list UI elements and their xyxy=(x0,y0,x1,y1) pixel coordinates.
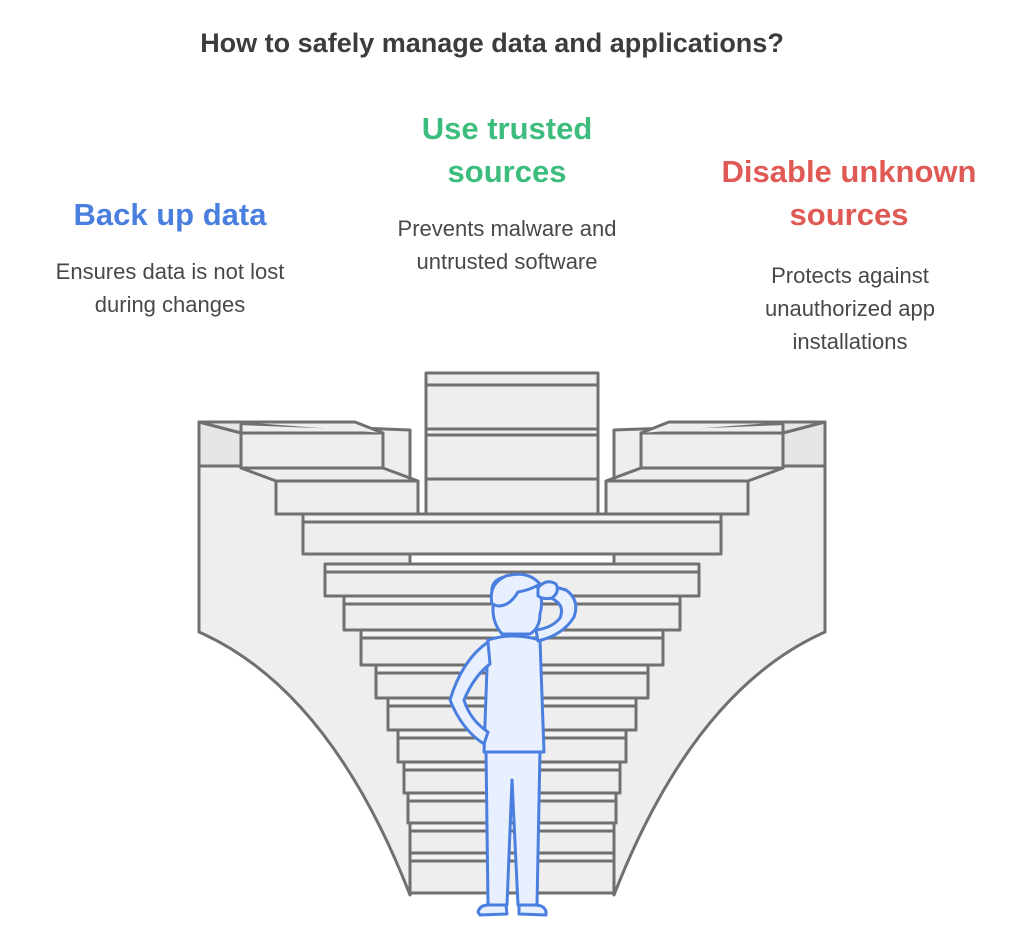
option-backup-title-line: Back up data xyxy=(73,197,267,232)
stair-tread xyxy=(408,851,616,863)
center-tower xyxy=(424,371,600,516)
option-unknown-description-line: installations xyxy=(792,329,908,354)
option-trusted-description: Prevents malware and untrusted software xyxy=(347,212,667,278)
stair-step xyxy=(301,520,723,556)
option-backup-title: Back up data xyxy=(20,193,320,236)
option-unknown-description-line: unauthorized app xyxy=(764,296,936,321)
option-trusted-description-line: Prevents malware and xyxy=(397,216,617,241)
left-upper-steps xyxy=(198,420,420,516)
stair-tread xyxy=(323,562,701,574)
person-feet xyxy=(476,903,548,917)
person-torso xyxy=(482,634,546,754)
option-trusted-title-line: Use trusted xyxy=(421,111,593,146)
option-backup-description: Ensures data is not lost during changes xyxy=(10,255,330,321)
stair-step xyxy=(408,829,616,855)
option-unknown-title-line: sources xyxy=(789,197,909,232)
option-backup-description-line: Ensures data is not lost xyxy=(55,259,285,284)
right-upper-steps xyxy=(604,420,826,516)
option-unknown-description: Protects against unauthorized app instal… xyxy=(700,259,1000,358)
person-hand xyxy=(536,580,559,601)
stair-step xyxy=(408,859,616,895)
option-backup-description-line: during changes xyxy=(94,292,246,317)
option-unknown-description-line: Protects against xyxy=(771,263,929,288)
option-unknown-title: Disable unknown sources xyxy=(689,150,1009,236)
option-trusted-title-line: sources xyxy=(447,154,567,189)
stair-tread xyxy=(408,821,616,833)
option-unknown-title-line: Disable unknown xyxy=(721,154,977,189)
page-title: How to safely manage data and applicatio… xyxy=(200,28,784,58)
person-left-arm xyxy=(448,640,492,746)
option-trusted-title: Use trusted sources xyxy=(357,107,657,193)
person-scratching-head-icon xyxy=(448,572,578,917)
stair-tread xyxy=(301,512,723,524)
option-trusted-description-line: untrusted software xyxy=(416,249,598,274)
